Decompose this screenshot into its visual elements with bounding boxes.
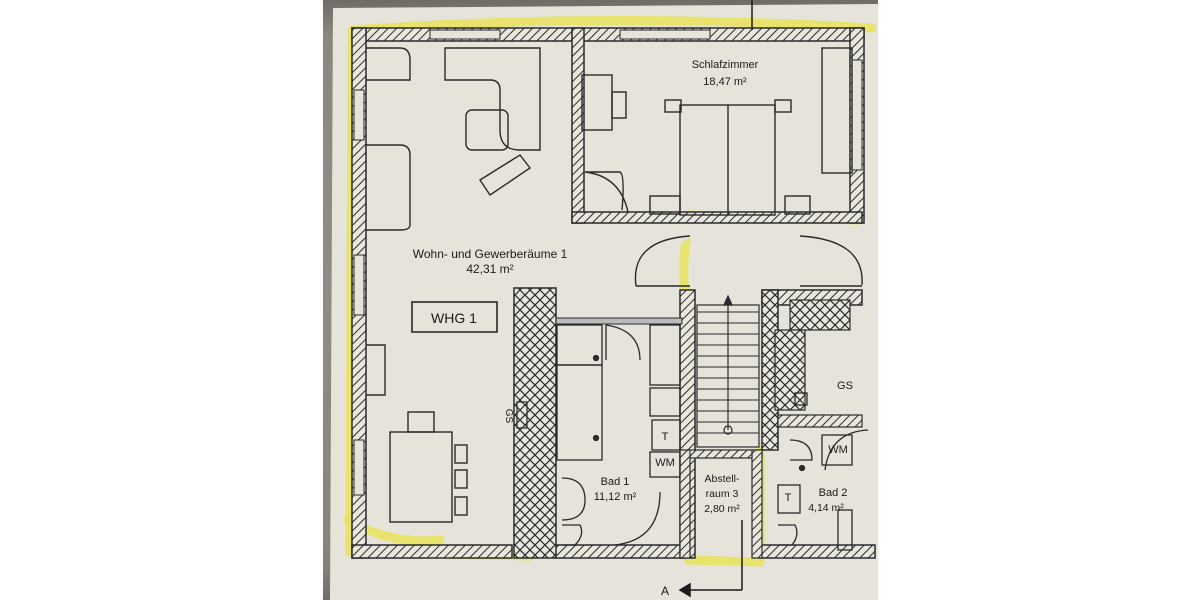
bedroom-walls xyxy=(571,27,863,224)
fixture-t2-label: T xyxy=(785,492,792,504)
room-abstell-area: 2,80 m² xyxy=(704,503,740,515)
room-bad1-area: 11,12 m² xyxy=(594,491,637,503)
section-line-a xyxy=(678,0,753,598)
unit-label-box xyxy=(411,301,498,333)
stair-steps xyxy=(697,311,759,434)
room-abstell-name-2: raum 3 xyxy=(706,488,739,500)
fixture-t1-label: T xyxy=(662,431,669,443)
hall-door xyxy=(634,235,863,287)
windows xyxy=(353,29,863,496)
living-furniture xyxy=(366,47,541,523)
room-wohn-name: Wohn- und Gewerberäume 1 xyxy=(413,247,568,261)
room-schlafzimmer-name: Schlafzimmer xyxy=(692,59,759,71)
room-wohn-area: 42,31 m² xyxy=(466,262,513,276)
room-bad1-name: Bad 1 xyxy=(601,476,630,488)
room-abstell-name-1: Abstell- xyxy=(704,473,740,485)
room-bad2-area: 4,14 m² xyxy=(808,502,844,514)
fixture-gs-vertical-label: GS xyxy=(503,409,514,424)
fixture-wm2-label: WM xyxy=(828,444,848,456)
room-schlafzimmer-area: 18,47 m² xyxy=(703,76,747,88)
fixture-wm1-label: WM xyxy=(655,457,675,469)
room-bad2-name: Bad 2 xyxy=(819,487,848,499)
section-marker-label: A xyxy=(661,584,669,598)
unit-label: WHG 1 xyxy=(431,310,477,326)
bath1-fixtures xyxy=(556,324,681,546)
interior-walls xyxy=(513,287,863,559)
bedroom-furniture xyxy=(581,47,853,216)
fixture-gs-label: GS xyxy=(837,380,853,392)
dishwasher-marker xyxy=(516,401,528,429)
bath2-fixtures xyxy=(777,392,869,551)
